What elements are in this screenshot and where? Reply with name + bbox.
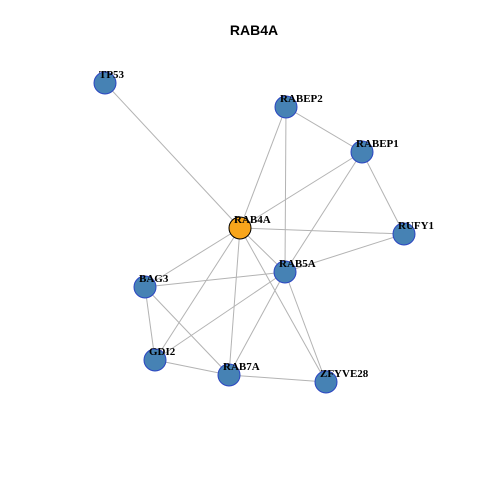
edge-rab4a-gdi2 bbox=[154, 227, 241, 361]
node-circle bbox=[133, 275, 157, 299]
node-rab4a: RAB4A bbox=[228, 214, 271, 240]
node-circle bbox=[274, 95, 298, 119]
edge-rufy1-rab5a bbox=[284, 233, 405, 273]
node-label: RAB4A bbox=[234, 214, 271, 226]
node-label: TP53 bbox=[99, 69, 125, 81]
edge-rab4a-rabep2 bbox=[239, 106, 287, 229]
node-label: RAB5A bbox=[279, 258, 316, 270]
node-circle bbox=[392, 222, 416, 246]
node-circle bbox=[228, 216, 252, 240]
edge-bag3-rab7a bbox=[144, 286, 230, 376]
graph-title: RAB4A bbox=[230, 22, 278, 38]
node-label: RABEP1 bbox=[356, 138, 399, 150]
node-rab5a: RAB5A bbox=[273, 258, 316, 284]
edge-rab5a-rab7a bbox=[228, 271, 286, 376]
node-rabep1: RABEP1 bbox=[350, 138, 399, 164]
edge-bag3-gdi2 bbox=[144, 286, 156, 361]
edge-rabep1-rab5a bbox=[284, 151, 363, 273]
node-rufy1: RUFY1 bbox=[392, 220, 434, 246]
edge-rabep2-rabep1 bbox=[285, 106, 363, 153]
edge-rab5a-zfyve28 bbox=[284, 271, 327, 383]
edge-rab5a-bag3 bbox=[144, 271, 286, 288]
edge-rab4a-rabep1 bbox=[239, 151, 363, 229]
edge-gdi2-rab7a bbox=[154, 359, 230, 376]
edge-rab7a-zfyve28 bbox=[228, 374, 327, 383]
edge-rab4a-rufy1 bbox=[239, 227, 405, 235]
node-circle bbox=[93, 71, 117, 95]
node-circle bbox=[143, 348, 167, 372]
node-zfyve28: ZFYVE28 bbox=[314, 368, 369, 394]
node-gdi2: GDI2 bbox=[143, 346, 176, 372]
node-bag3: BAG3 bbox=[133, 273, 169, 299]
node-label: RUFY1 bbox=[398, 220, 434, 232]
node-rabep2: RABEP2 bbox=[274, 93, 323, 119]
edge-rab4a-zfyve28 bbox=[239, 227, 327, 383]
node-label: GDI2 bbox=[149, 346, 176, 358]
node-tp53: TP53 bbox=[93, 69, 125, 95]
edge-rab4a-tp53 bbox=[104, 82, 241, 229]
edge-rab5a-gdi2 bbox=[154, 271, 286, 361]
node-label: ZFYVE28 bbox=[320, 368, 369, 380]
node-circle bbox=[350, 140, 374, 164]
node-rab7a: RAB7A bbox=[217, 361, 260, 387]
node-label: BAG3 bbox=[139, 273, 169, 285]
node-circle bbox=[273, 260, 297, 284]
edge-layer bbox=[104, 82, 405, 383]
node-circle bbox=[314, 370, 338, 394]
node-circle bbox=[217, 363, 241, 387]
edge-rabep1-rufy1 bbox=[361, 151, 405, 235]
node-label: RAB7A bbox=[223, 361, 260, 373]
edge-rabep2-rab5a bbox=[284, 106, 287, 273]
edge-rab4a-bag3 bbox=[144, 227, 241, 288]
node-label: RABEP2 bbox=[280, 93, 323, 105]
edge-rab4a-rab7a bbox=[228, 227, 241, 376]
